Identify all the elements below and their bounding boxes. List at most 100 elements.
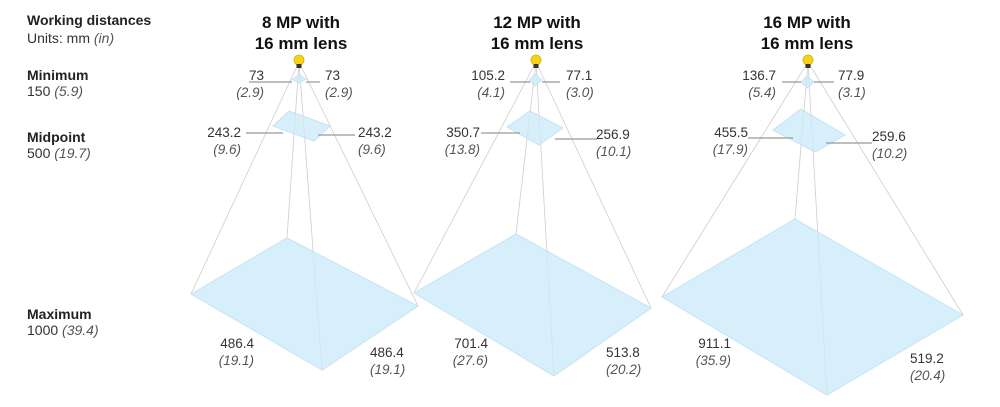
- col3-frustum-overlay-4: [807, 61, 828, 396]
- col2-min-right-mm: 77.1: [566, 68, 593, 83]
- column-16mp-title-line2: 16 mm lens: [760, 34, 854, 53]
- col3-min-right-mm: 77.9: [838, 68, 865, 83]
- col2-field-min: [528, 73, 543, 87]
- col2-max-left: 701.4 (27.6): [438, 335, 488, 369]
- row-minimum-in: (5.9): [54, 83, 84, 99]
- col3-max-left-in: (35.9): [695, 353, 731, 368]
- col2-max-right-mm: 513.8: [606, 345, 640, 360]
- row-maximum-in: (39.4): [62, 322, 99, 338]
- units-paren: (in): [93, 30, 115, 46]
- col1-max-left-in: (19.1): [218, 353, 254, 368]
- col1-max-right-mm: 486.4: [370, 345, 404, 360]
- row-midpoint-mm: 500: [27, 145, 51, 161]
- col2-max-right-in: (20.2): [606, 362, 642, 377]
- col3-frustum-overlay-3: [807, 61, 964, 316]
- col3-min-right-in: (3.1): [838, 85, 866, 100]
- col3-min-left: 136.7 (5.4): [714, 67, 776, 101]
- column-8mp-title-line1: 8 MP with: [261, 13, 341, 32]
- col1-field-min: [290, 74, 308, 84]
- col2-max-right: 513.8 (20.2): [606, 344, 656, 378]
- col3-camera-base-icon: [805, 64, 811, 68]
- row-maximum-mm: 1000: [27, 322, 59, 338]
- col1-mid-left-in: (9.6): [213, 142, 241, 157]
- col1-min-left: 73 (2.9): [209, 67, 264, 101]
- col3-max-right: 519.2 (20.4): [910, 350, 960, 384]
- col1-frustum-overlay-4: [298, 61, 323, 371]
- row-midpoint-distance: 500 (19.7): [27, 145, 91, 161]
- col3-mid-right-in: (10.2): [872, 146, 908, 161]
- col2-max-left-in: (27.6): [452, 353, 488, 368]
- col1-frustum-overlay-3: [298, 61, 419, 307]
- col3-min-left-mm: 136.7: [742, 68, 776, 83]
- col1-camera-bulb-icon: [293, 54, 305, 66]
- column-12mp-title: 12 MP with 16 mm lens: [437, 12, 637, 54]
- column-8mp-title-line2: 16 mm lens: [254, 34, 348, 53]
- col1-frustum-overlay-2: [286, 61, 300, 239]
- col2-min-right: 77.1 (3.0): [566, 67, 616, 101]
- col2-frustum-overlay-2: [515, 61, 537, 235]
- column-12mp-title-line2: 16 mm lens: [490, 34, 584, 53]
- col3-field-mid: [772, 108, 846, 153]
- col1-max-right-in: (19.1): [370, 362, 406, 377]
- column-16mp-title: 16 MP with 16 mm lens: [707, 12, 907, 54]
- col1-max-left-mm: 486.4: [220, 336, 254, 351]
- column-8mp-title: 8 MP with 16 mm lens: [201, 12, 401, 54]
- col1-mid-right-mm: 243.2: [358, 125, 392, 140]
- col1-mid-right: 243.2 (9.6): [358, 124, 408, 158]
- col2-frustum-overlay-4: [535, 61, 555, 377]
- col2-mid-right-mm: 256.9: [596, 127, 630, 142]
- row-maximum-distance: 1000 (39.4): [27, 322, 99, 338]
- col1-field-mid: [272, 110, 331, 142]
- col3-mid-left: 455.5 (17.9): [690, 124, 748, 158]
- col3-max-right-mm: 519.2: [910, 351, 944, 366]
- col1-mid-right-in: (9.6): [358, 142, 386, 157]
- col3-max-left: 911.1 (35.9): [681, 335, 731, 369]
- col1-min-right-mm: 73: [325, 68, 341, 83]
- row-midpoint: Midpoint 500 (19.7): [27, 129, 91, 161]
- row-maximum-name: Maximum: [27, 306, 92, 322]
- col2-mid-right-in: (10.1): [596, 144, 632, 159]
- col2-min-left: 105.2 (4.1): [446, 67, 505, 101]
- units-note: Units: mm (in): [27, 30, 114, 46]
- row-minimum-mm: 150: [27, 83, 51, 99]
- row-midpoint-name: Midpoint: [27, 129, 86, 145]
- col1-min-left-in: (2.9): [236, 85, 264, 100]
- col1-camera-base-icon: [296, 64, 302, 68]
- col2-frustum-overlay-3: [535, 61, 652, 309]
- col3-mid-right: 259.6 (10.2): [872, 128, 922, 162]
- col3-max-right-in: (20.4): [910, 368, 946, 383]
- col3-mid-left-mm: 455.5: [714, 125, 748, 140]
- row-midpoint-in: (19.7): [54, 145, 91, 161]
- col2-min-right-in: (3.0): [566, 85, 594, 100]
- col1-min-right: 73 (2.9): [325, 67, 380, 101]
- row-maximum: Maximum 1000 (39.4): [27, 306, 99, 338]
- col2-min-left-mm: 105.2: [471, 68, 505, 83]
- col2-camera-base-icon: [533, 64, 539, 68]
- col1-min-right-in: (2.9): [325, 85, 353, 100]
- col2-field-mid: [506, 110, 564, 146]
- col1-min-left-mm: 73: [248, 68, 264, 83]
- col3-frustum-overlay-1: [661, 61, 809, 298]
- col3-min-left-in: (5.4): [748, 85, 776, 100]
- row-minimum: Minimum 150 (5.9): [27, 67, 88, 99]
- col2-max-left-mm: 701.4: [454, 336, 488, 351]
- col2-mid-left: 350.7(13.8): [430, 124, 480, 158]
- col3-camera-bulb-icon: [802, 54, 814, 66]
- col3-mid-left-in: (17.9): [712, 142, 748, 157]
- col3-max-left-mm: 911.1: [698, 336, 731, 351]
- col3-min-right: 77.9 (3.1): [838, 67, 888, 101]
- col2-camera-bulb-icon: [530, 54, 542, 66]
- column-16mp-title-line1: 16 MP with: [763, 13, 851, 32]
- col2-mid-right: 256.9 (10.1): [596, 126, 646, 160]
- diagram-title: Working distances: [27, 12, 152, 28]
- col2-mid-left-mm: 350.7: [446, 125, 480, 140]
- col1-max-left: 486.4 (19.1): [209, 335, 254, 369]
- col3-field-min: [800, 75, 815, 89]
- col3-mid-right-mm: 259.6: [872, 129, 906, 144]
- col2-min-left-in: (4.1): [477, 85, 505, 100]
- col1-mid-left: 243.2(9.6): [201, 124, 241, 158]
- row-minimum-distance: 150 (5.9): [27, 83, 88, 99]
- col3-frustum-overlay-2: [794, 61, 809, 220]
- column-12mp-title-line1: 12 MP with: [493, 13, 581, 32]
